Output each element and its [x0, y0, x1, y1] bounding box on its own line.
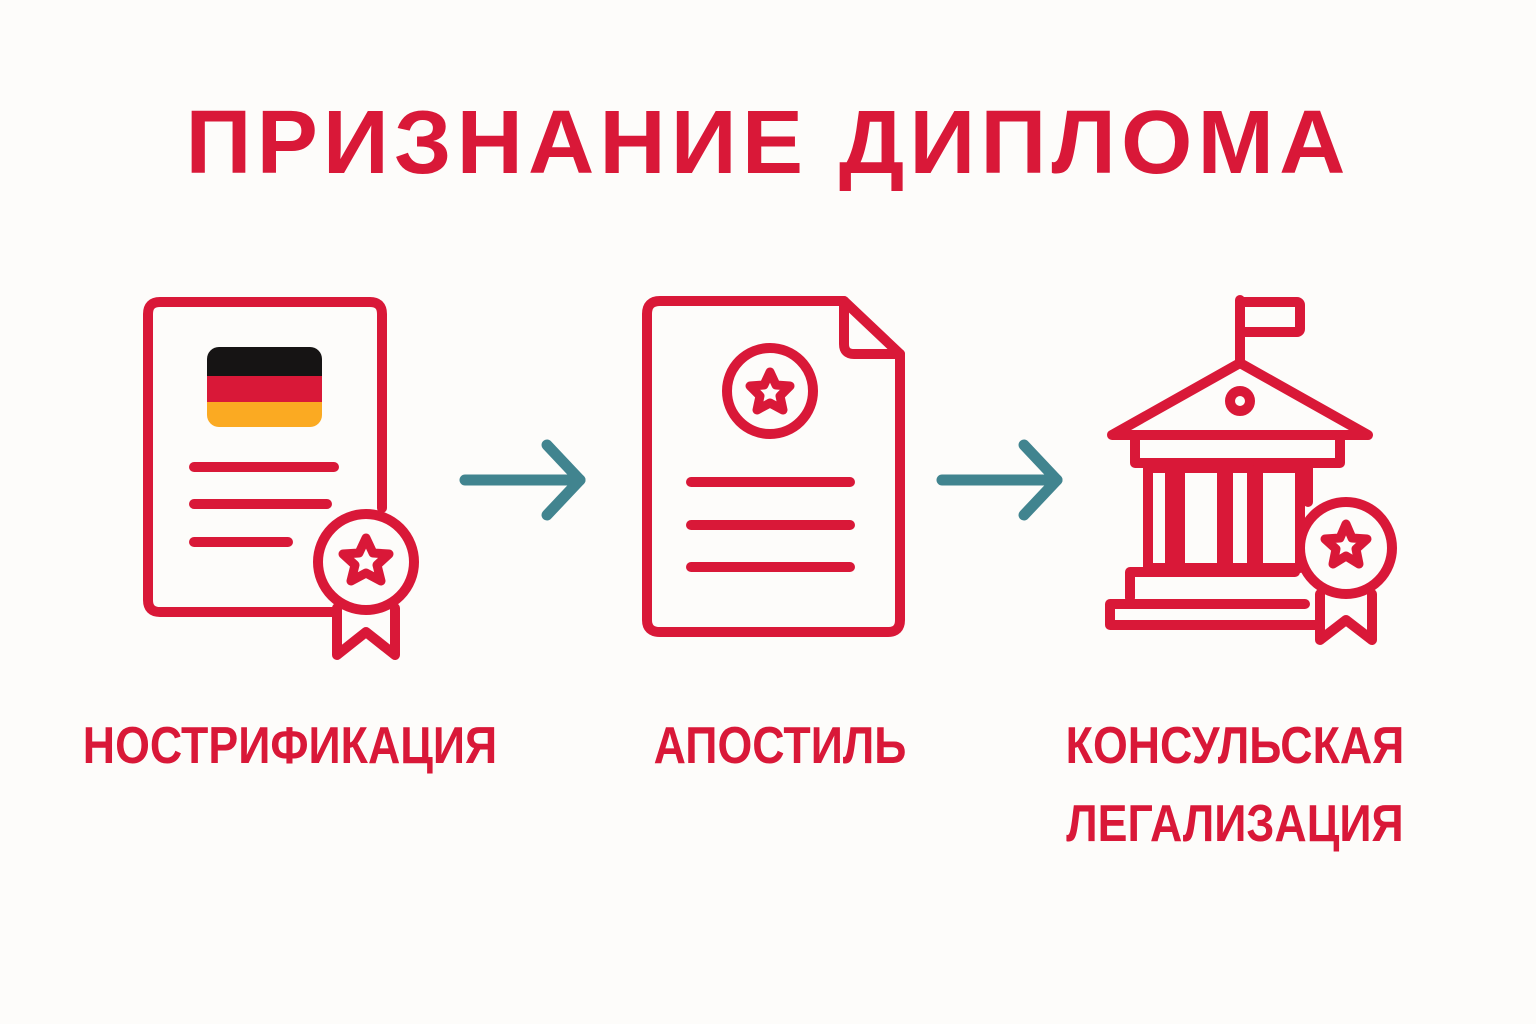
government-building-with-seal-icon — [1105, 295, 1397, 645]
arrow-right-icon — [459, 439, 586, 521]
diploma-with-german-flag-and-seal-icon — [143, 297, 419, 660]
arrow-right-icon — [936, 439, 1063, 521]
step-label-consular-line2: ЛЕГАЛИЗАЦИЯ — [1066, 795, 1404, 853]
step-label-consular-line1: КОНСУЛЬСКАЯ — [1065, 717, 1405, 775]
step-label-nostrification: НОСТРИФИКАЦИЯ — [82, 717, 498, 775]
page-title: ПРИЗНАНИЕ ДИПЛОМА — [185, 93, 1351, 193]
german-flag-icon — [207, 347, 322, 427]
document-with-star-seal-icon — [642, 296, 905, 637]
step-label-apostille: АПОСТИЛЬ — [653, 717, 907, 775]
